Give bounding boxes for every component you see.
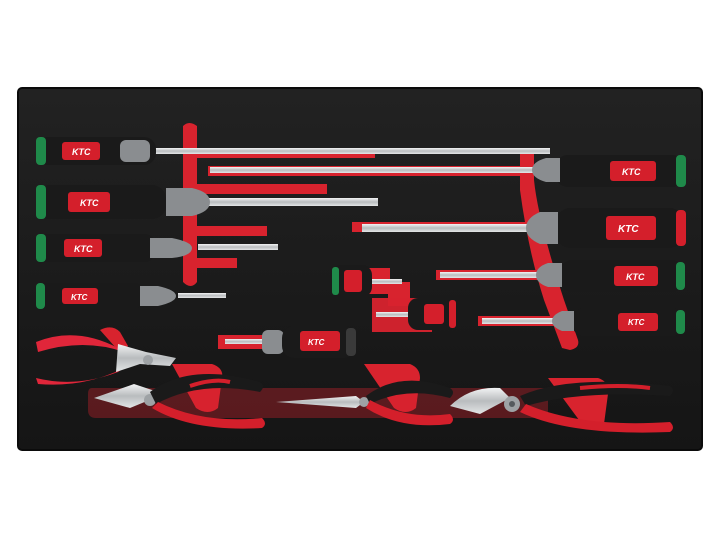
slotted-screwdriver-large: KTC xyxy=(36,185,378,219)
slip-joint-pliers xyxy=(450,381,673,433)
diagonal-cutter xyxy=(94,374,265,429)
slotted-screwdriver-medium: KTC xyxy=(36,234,278,262)
phillips-screwdriver-large: KTC xyxy=(362,208,686,248)
brand-label: KTC xyxy=(72,147,91,157)
brand-label: KTC xyxy=(71,293,88,302)
diagonal-cutter-small xyxy=(36,335,176,385)
brand-label: KTC xyxy=(308,338,325,347)
slotted-screwdriver-small: KTC xyxy=(36,283,226,309)
phillips-screwdriver-medium: KTC xyxy=(440,260,685,292)
slotted-screwdriver-long: KTC xyxy=(36,137,550,165)
stubby-phillips-screwdriver xyxy=(376,298,456,330)
ratchet-screwdriver: KTC xyxy=(225,326,356,358)
brand-label: KTC xyxy=(80,198,99,208)
brand-label: KTC xyxy=(74,244,93,254)
brand-label: KTC xyxy=(622,167,641,177)
brand-label: KTC xyxy=(628,318,645,327)
stubby-slotted-screwdriver xyxy=(332,265,402,297)
phillips-screwdriver-long: KTC xyxy=(210,155,686,187)
phillips-screwdriver-small: KTC xyxy=(482,308,685,336)
brand-label: KTC xyxy=(618,224,639,235)
foam-insert-border xyxy=(17,87,703,451)
needle-nose-pliers xyxy=(276,380,453,426)
brand-label: KTC xyxy=(626,272,645,282)
